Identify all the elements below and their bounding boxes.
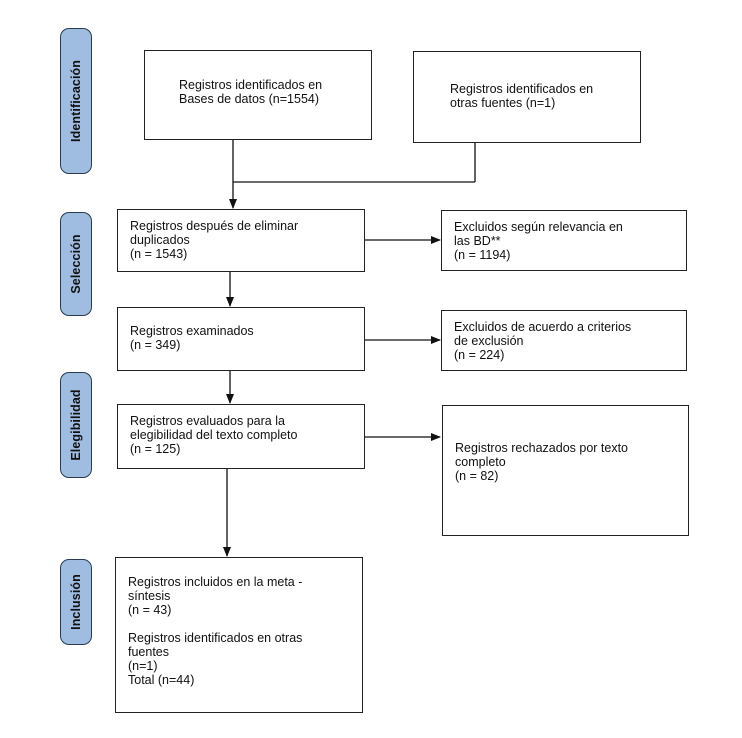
box-other-sources-line-2: otras fuentes (n=1): [450, 96, 556, 110]
box-after-dedup-line-3: (n = 1543): [130, 247, 188, 261]
box-screened-line-2: (n = 349): [130, 338, 181, 352]
box-eligibility-line-2: elegibilidad del texto completo: [130, 428, 298, 442]
phase-seleccion-label: Selección: [69, 234, 83, 294]
box-excluded-criteria: Excluidos de acuerdo a criterios de excl…: [441, 310, 687, 371]
box-excluded-criteria-line-1: Excluidos de acuerdo a criterios: [454, 320, 632, 334]
box-excluded-criteria-line-3: (n = 224): [454, 348, 505, 362]
box-included-b-line-1: Registros identificados en otras: [128, 631, 303, 645]
box-screened-line-1: Registros examinados: [130, 324, 254, 338]
box-eligibility-line-1: Registros evaluados para la: [130, 414, 285, 428]
phase-elegibilidad: Elegibilidad: [60, 372, 92, 478]
box-rejected-fulltext-line-1: Registros rechazados por texto: [455, 441, 629, 455]
box-after-dedup-line-1: Registros después de eliminar: [130, 219, 299, 233]
box-included-a-line-1: Registros incluidos en la meta -: [128, 575, 303, 589]
box-excluded-relevance-line-1: Excluidos según relevancia en: [454, 220, 623, 234]
box-rejected-fulltext-line-2: completo: [455, 455, 506, 469]
box-excluded-relevance-line-2: las BD**: [454, 234, 501, 248]
box-included-spacer: [128, 617, 352, 631]
box-included-a-line-2: síntesis: [128, 589, 171, 603]
box-excluded-relevance: Excluidos según relevancia en las BD** (…: [441, 210, 687, 271]
box-rejected-fulltext: Registros rechazados por texto completo …: [442, 405, 689, 536]
box-included-a-line-3: (n = 43): [128, 603, 172, 617]
box-excluded-relevance-line-3: (n = 1194): [454, 248, 511, 262]
box-other-sources: Registros identificados en otras fuentes…: [413, 51, 641, 143]
box-after-dedup-line-2: duplicados: [130, 233, 190, 247]
phase-inclusion: Inclusión: [60, 559, 92, 645]
box-db-records-line-1: Registros identificados en: [179, 78, 323, 92]
box-included-b-line-3: (n=1): [128, 659, 158, 673]
box-excluded-criteria-line-2: de exclusión: [454, 334, 524, 348]
box-eligibility: Registros evaluados para la elegibilidad…: [117, 404, 365, 469]
box-other-sources-line-1: Registros identificados en: [450, 82, 594, 96]
phase-inclusion-label: Inclusión: [69, 574, 83, 630]
box-after-dedup: Registros después de eliminar duplicados…: [117, 209, 365, 272]
box-db-records: Registros identificados en Bases de dato…: [144, 50, 372, 140]
box-screened: Registros examinados (n = 349): [117, 307, 365, 371]
box-rejected-fulltext-line-3: (n = 82): [455, 469, 499, 483]
box-db-records-line-2: Bases de datos (n=1554): [179, 92, 320, 106]
phase-identificacion: Identificación: [60, 28, 92, 174]
box-included: Registros incluidos en la meta - síntesi…: [115, 557, 363, 713]
phase-identificacion-label: Identificación: [69, 60, 83, 142]
box-included-b-line-2: fuentes: [128, 645, 170, 659]
phase-elegibilidad-label: Elegibilidad: [69, 389, 83, 461]
box-eligibility-line-3: (n = 125): [130, 442, 181, 456]
phase-seleccion: Selección: [60, 212, 92, 316]
box-included-b-line-4: Total (n=44): [128, 673, 195, 687]
